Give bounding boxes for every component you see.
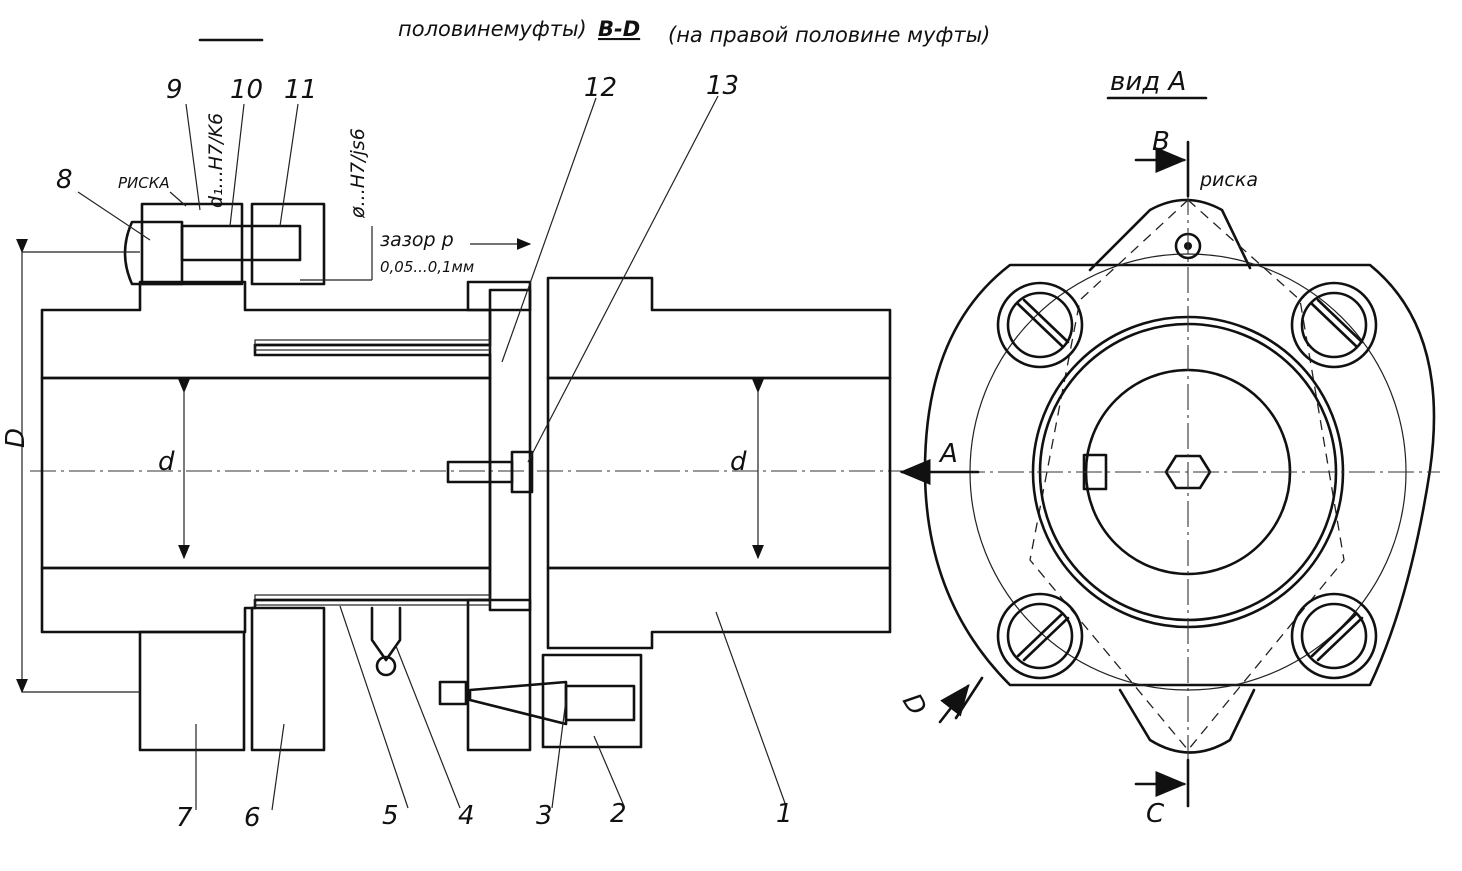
screw-8: [123, 220, 184, 286]
fit-2: ø...H7/js6: [347, 128, 369, 219]
heading-section: B-D: [598, 17, 640, 41]
screw-4: [370, 606, 402, 662]
heading-left: половинемуфты): [398, 17, 587, 41]
left-hub-upper: [40, 280, 492, 380]
pin-13: [446, 460, 514, 484]
part-8: 8: [56, 165, 73, 195]
bolt-hole-br: [1290, 592, 1378, 680]
view-a-title: вид А: [1110, 67, 1186, 97]
part-2: 2: [610, 799, 627, 829]
part-13: 13: [706, 71, 739, 101]
part-4: 4: [458, 801, 475, 831]
sleeve-5: [254, 594, 491, 606]
section-view: D d d зазор р 0,05...0,1мм d₁...H7/K6 ø.…: [1, 95, 905, 811]
right-bore: [546, 376, 892, 570]
bolt-hole-bl: [996, 592, 1084, 680]
label-d-right: d: [730, 447, 747, 477]
label-A: A: [938, 439, 958, 469]
risk-left: РИСКА: [118, 174, 170, 192]
heading-right: (на правой половине муфты): [668, 23, 990, 47]
flange-outline: [923, 263, 1436, 687]
elastic-element-2: [541, 653, 643, 749]
label-D: D: [1, 428, 31, 448]
label-C: C: [1146, 799, 1165, 829]
bolt-hole-tr: [1290, 281, 1378, 369]
part-11: 11: [284, 75, 317, 105]
gap-label: зазор р: [380, 229, 454, 251]
heading: половинемуфты) B-D (на правой половине м…: [198, 17, 990, 47]
part-numbers: 8 9 10 11 12 13 7 6 5 4 3 2 1: [56, 71, 793, 833]
nut: [438, 680, 468, 706]
ring-11: [250, 202, 326, 286]
label-B: B: [1152, 127, 1170, 157]
part-6: 6: [244, 803, 261, 833]
top-lug: [1088, 198, 1252, 272]
part-1: 1: [776, 799, 793, 829]
pin-3: [564, 684, 636, 722]
part-3: 3: [536, 801, 553, 831]
flange-7: [138, 630, 246, 752]
part-7: 7: [176, 803, 193, 833]
left-disc-lower: [466, 598, 532, 752]
part-9: 9: [166, 75, 183, 105]
fit-1: d₁...H7/K6: [205, 113, 227, 208]
right-hub-upper: [546, 276, 892, 380]
risk-right: риска: [1199, 169, 1258, 191]
left-disc-upper: [466, 280, 532, 312]
bottom-lug: [1118, 688, 1256, 754]
part-10: 10: [230, 75, 263, 105]
label-d-left: d: [158, 447, 175, 477]
ring-9: [140, 202, 244, 286]
gap-value: 0,05...0,1мм: [380, 258, 474, 276]
bolt-hole-tl: [996, 281, 1084, 369]
left-bore: [40, 376, 492, 570]
right-hub-lower: [546, 566, 892, 650]
label-D-arrow: D: [896, 689, 932, 721]
part-5: 5: [382, 801, 399, 831]
ring-6: [250, 606, 326, 752]
view-a: вид А B риска C: [896, 67, 1440, 829]
part-12: 12: [584, 73, 617, 103]
